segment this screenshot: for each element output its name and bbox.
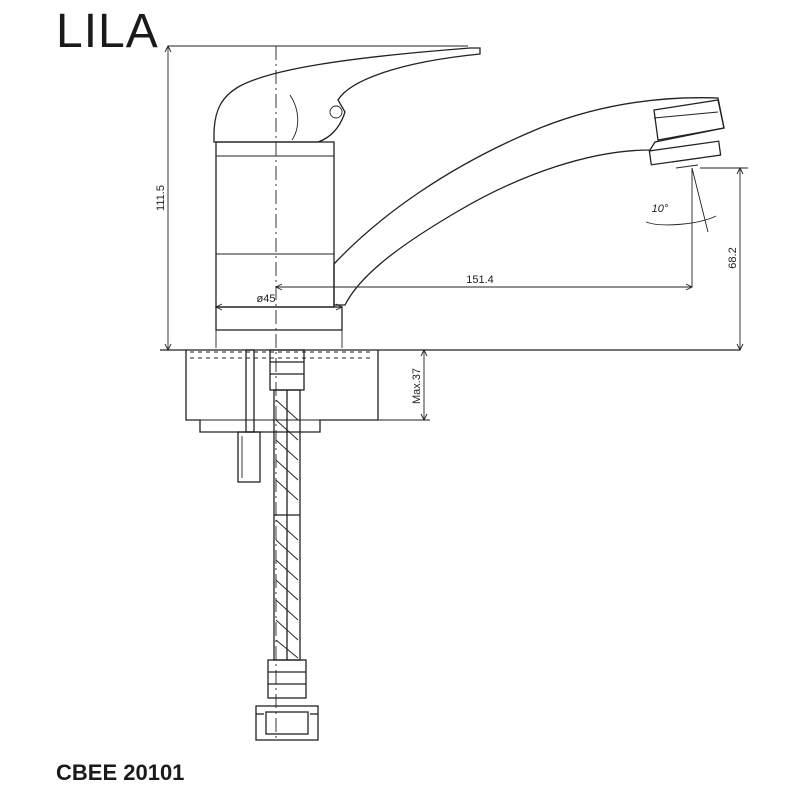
faucet-body [215,141,335,308]
dim-total-height [164,44,468,352]
dim-base-diameter-label: ø45 [257,293,276,305]
supply-hose [267,349,307,699]
dim-angle-label: 10° [652,203,669,215]
lever-handle [213,47,481,143]
spout [333,97,725,306]
dim-outlet-height [700,166,748,352]
dim-spout-reach [274,168,694,291]
aerator [648,140,722,166]
dim-spout-reach-label: 151.4 [466,274,494,286]
hose-fitting [255,705,319,741]
product-title: LILA [56,5,159,58]
dim-max-thickness-label: Max.37 [411,368,423,404]
mounting-nut [237,431,261,483]
dim-max-thickness [320,348,430,422]
faucet-base [215,306,343,331]
dim-total-height-label: 111.5 [155,185,167,211]
dim-base-diameter [214,303,344,311]
dim-outlet-height-label: 68.2 [727,247,739,268]
dim-angle [645,167,717,233]
product-code: CBEE 20101 [56,760,185,785]
